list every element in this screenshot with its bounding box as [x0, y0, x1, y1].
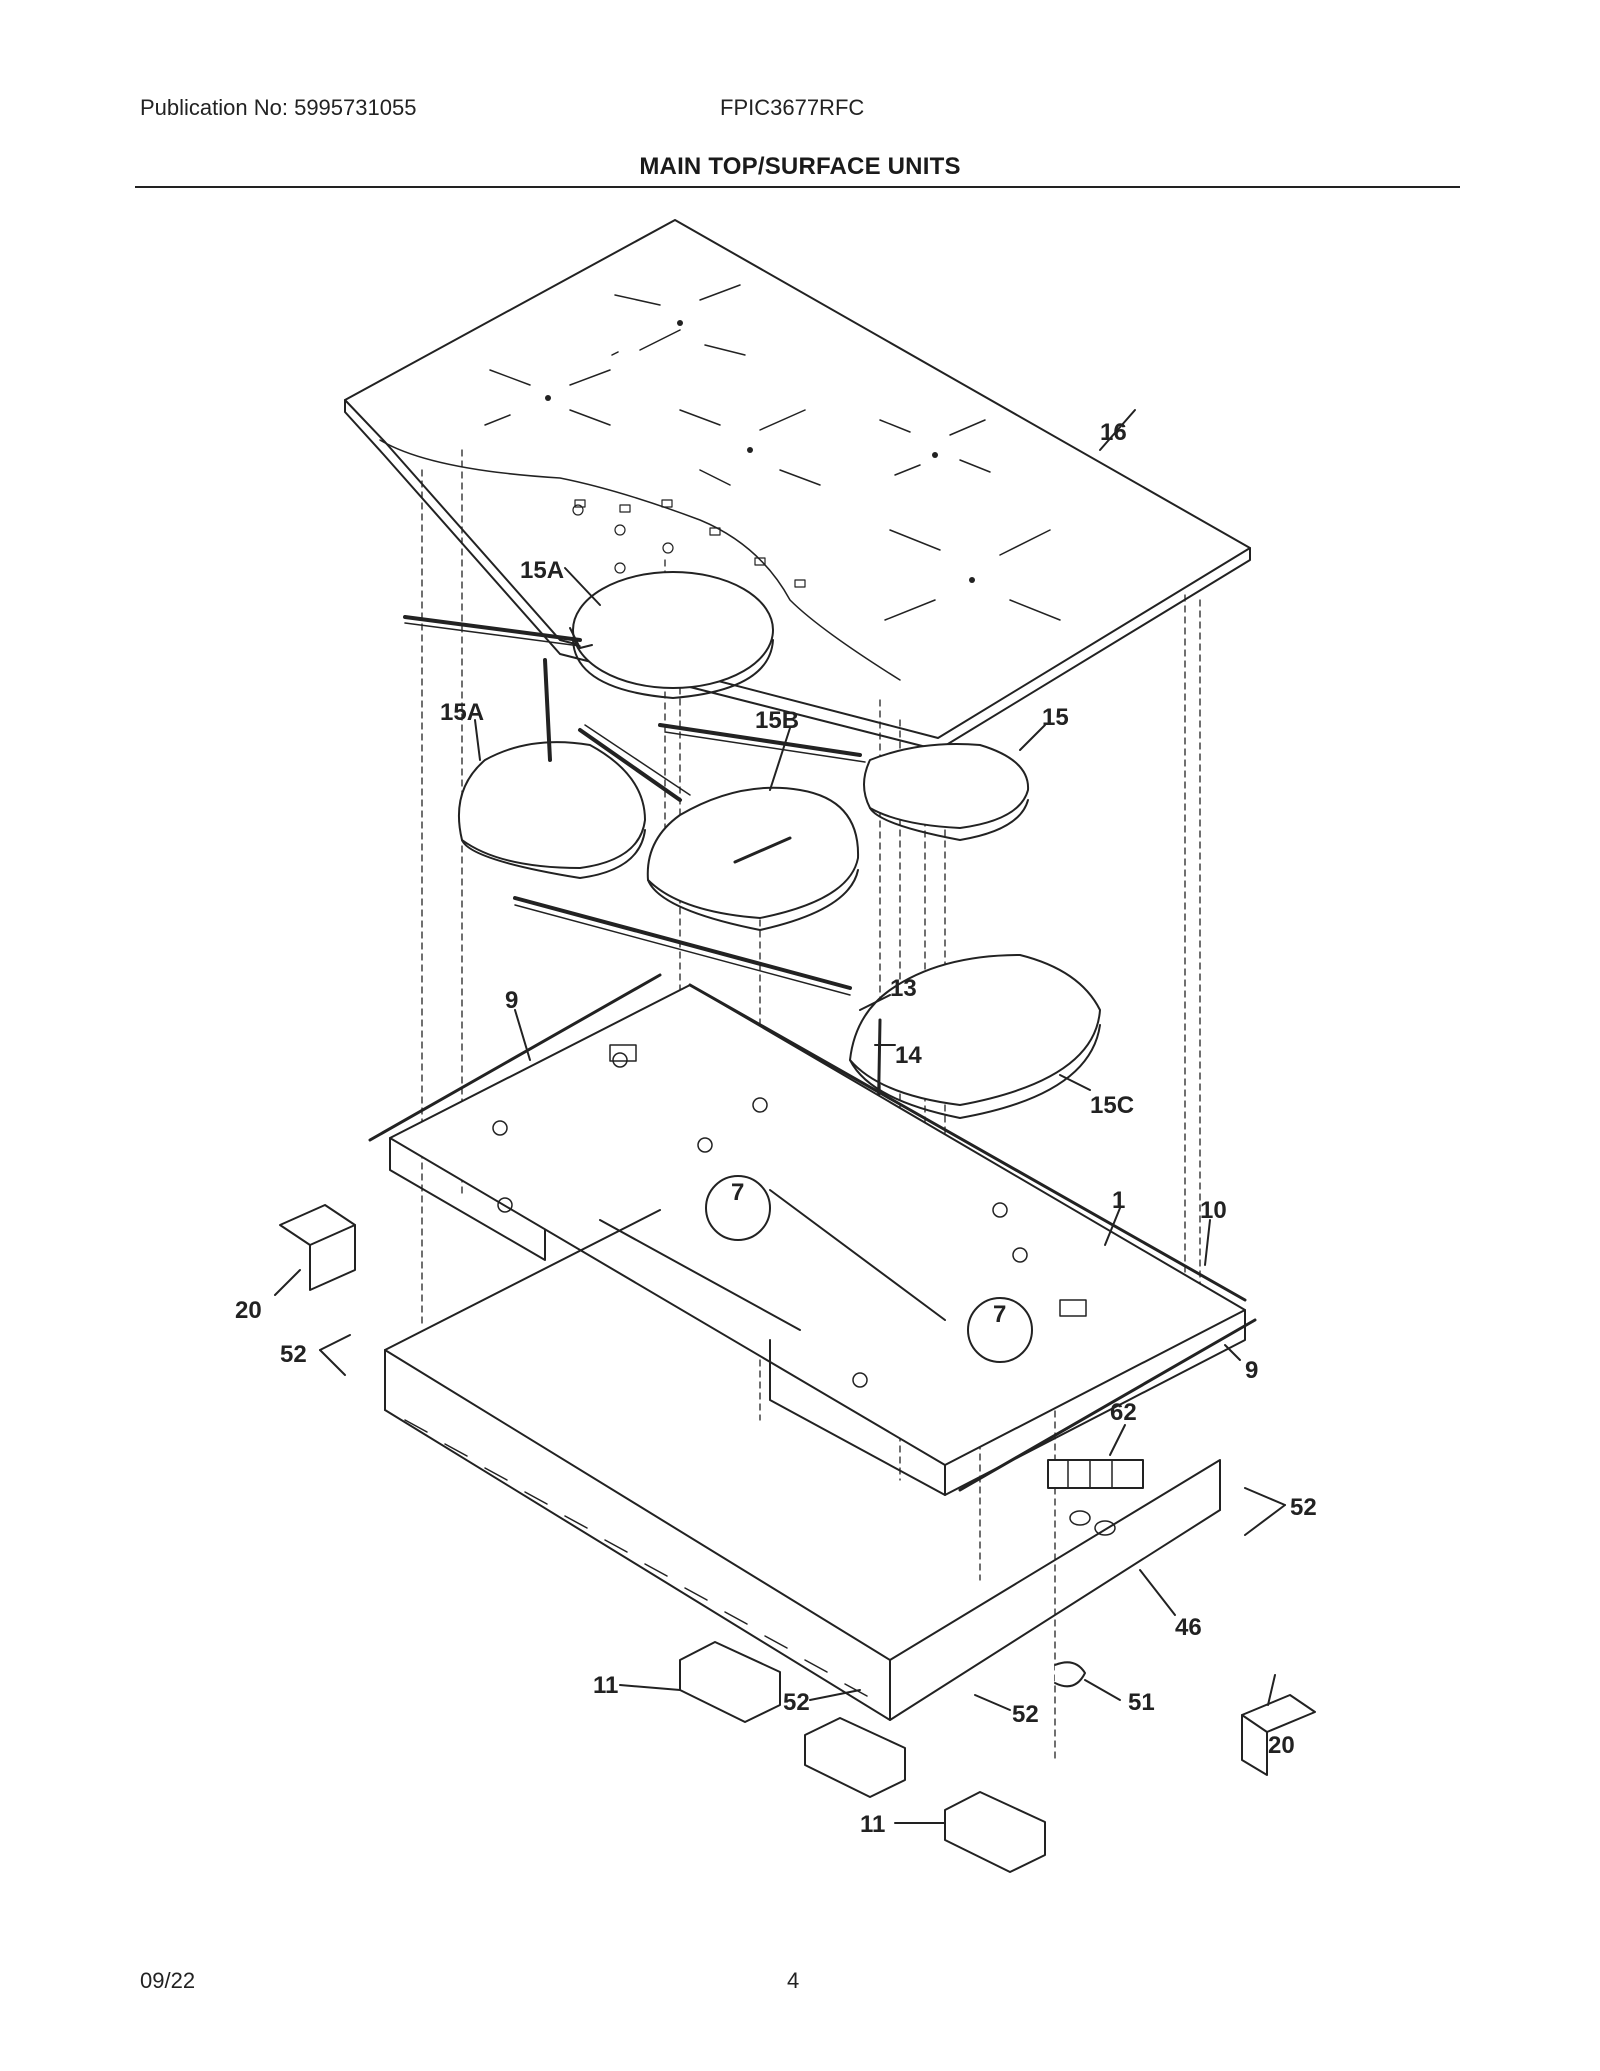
- bracket-20-left: [279, 1204, 356, 1291]
- surface-unit-15: [863, 743, 1030, 841]
- callout-46: 46: [1175, 1614, 1202, 1641]
- publication-number: Publication No: 5995731055: [140, 95, 417, 120]
- callout-15c: 15C: [1090, 1092, 1134, 1119]
- callout-52-bottom-b: 52: [1012, 1701, 1039, 1728]
- callout-15a-left: 15A: [440, 699, 484, 726]
- bracket-11-b: [804, 1717, 906, 1798]
- callout-51: 51: [1128, 1689, 1155, 1716]
- page-title: MAIN TOP/SURFACE UNITS: [639, 153, 961, 180]
- callout-9-left: 9: [505, 987, 518, 1014]
- callout-52-right: 52: [1290, 1494, 1317, 1521]
- surface-unit-15a-left: [458, 658, 691, 879]
- glass-cooktop: [344, 219, 1251, 751]
- callout-11-bottom: 11: [860, 1811, 885, 1838]
- callout-20-left: 20: [235, 1297, 262, 1324]
- bracket-20-right: [1241, 1694, 1316, 1776]
- callout-62: 62: [1110, 1399, 1137, 1426]
- callout-15b: 15B: [755, 707, 799, 734]
- main-tray: [368, 973, 1257, 1496]
- page-number: 4: [787, 1968, 800, 1993]
- callout-14: 14: [895, 1042, 922, 1069]
- callout-16: 16: [1100, 419, 1127, 446]
- callout-52-bottom-a: 52: [783, 1689, 810, 1716]
- surface-unit-15b: [646, 723, 866, 931]
- callout-11-left: 11: [593, 1672, 618, 1699]
- bracket-11-a: [679, 1641, 781, 1723]
- callout-7-a: 7: [731, 1179, 744, 1206]
- clamp-51: [1054, 1661, 1086, 1688]
- callout-15a-top: 15A: [520, 557, 564, 584]
- callout-10: 10: [1200, 1197, 1227, 1224]
- callout-15: 15: [1042, 704, 1069, 731]
- callout-9-right: 9: [1245, 1357, 1258, 1384]
- callout-13: 13: [890, 975, 917, 1002]
- callout-20-right: 20: [1268, 1732, 1295, 1759]
- footer-date: 09/22: [140, 1968, 196, 1993]
- callout-52-left: 52: [280, 1341, 307, 1368]
- chassis-box: [384, 1209, 1221, 1721]
- callout-1: 1: [1112, 1187, 1125, 1214]
- title-rule: [135, 186, 1460, 188]
- surface-unit-15a-top: [403, 571, 774, 699]
- callout-7-b: 7: [993, 1301, 1006, 1328]
- bracket-11-c: [944, 1791, 1046, 1873]
- model-number: FPIC3677RFC: [720, 95, 865, 120]
